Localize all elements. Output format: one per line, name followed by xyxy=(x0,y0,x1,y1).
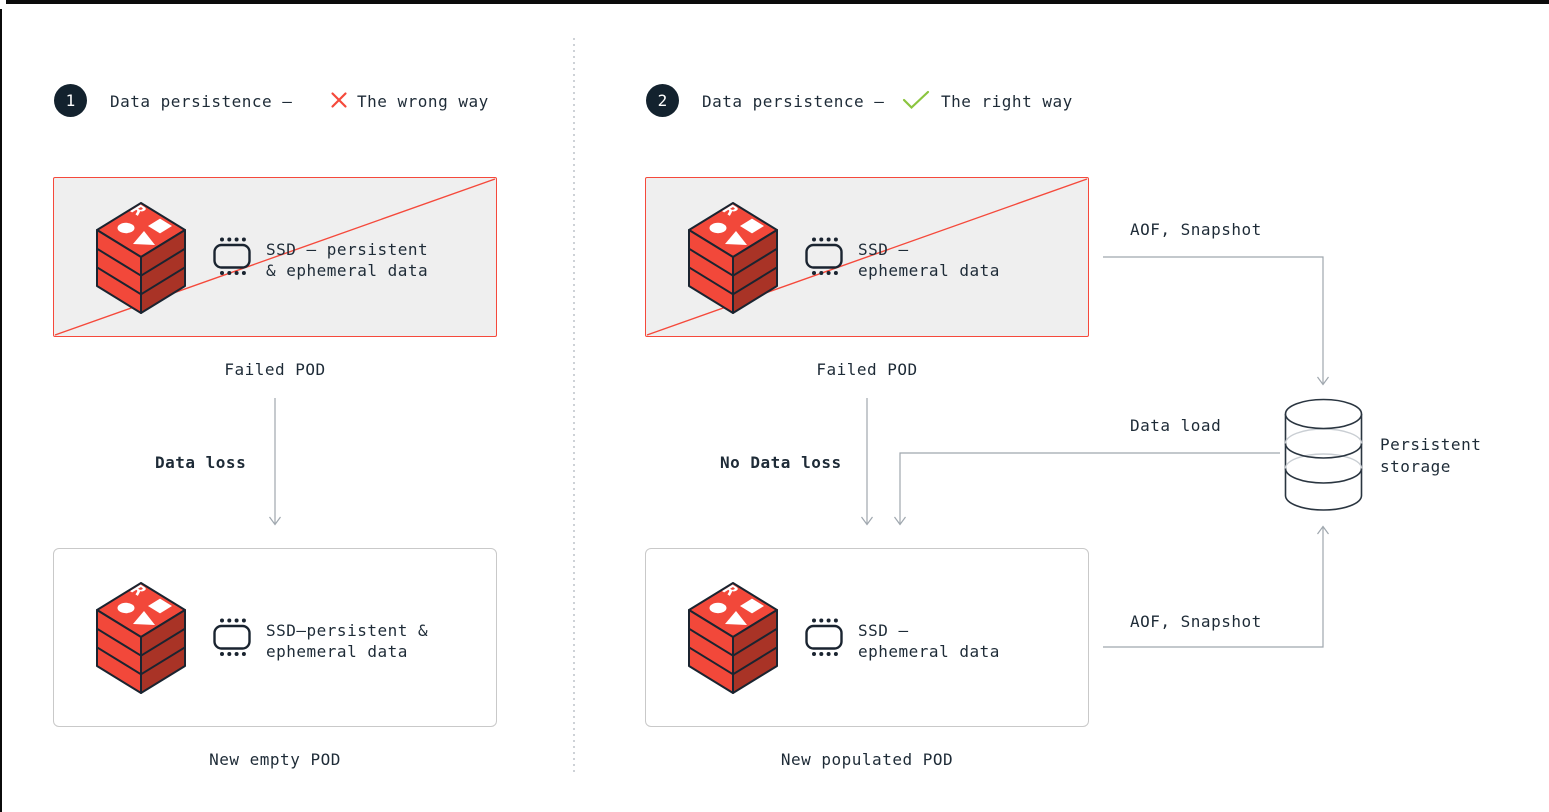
panel-1-verdict-label: The wrong way xyxy=(357,92,489,111)
pod-description-line2: ephemeral data xyxy=(266,642,408,661)
panel-2-title: Data persistence – xyxy=(702,92,885,111)
pod-description: SSD – persistent & ephemeral data xyxy=(266,239,428,281)
new-pod-box-1: SSD–persistent & ephemeral data xyxy=(53,548,497,727)
arrow-data-load-line xyxy=(899,452,1280,524)
arrow-data-loss-head xyxy=(269,516,281,526)
arrow-aof-top-head xyxy=(1317,376,1329,386)
panel-1-badge: 1 xyxy=(54,84,87,117)
transition-label-no-data-loss: No Data loss xyxy=(720,453,842,472)
arrow-data-load-head xyxy=(894,516,906,526)
aof-snapshot-top-label: AOF, Snapshot xyxy=(1130,220,1262,239)
window-top-edge xyxy=(6,0,1549,4)
redis-cube-icon xyxy=(688,202,778,314)
failed-pod-label-2: Failed POD xyxy=(816,360,918,379)
pod-description-line1: SSD – xyxy=(858,621,909,640)
panel-2-badge: 2 xyxy=(646,84,679,117)
persistent-storage-label: Persistent storage xyxy=(1380,434,1481,478)
check-icon xyxy=(902,90,930,110)
panel-1-title: Data persistence – xyxy=(110,92,293,111)
persistent-storage-line1: Persistent xyxy=(1380,435,1482,454)
pod-description-line2: ephemeral data xyxy=(858,642,1000,661)
failed-pod-label-1: Failed POD xyxy=(224,360,326,379)
arrow-no-data-loss-head xyxy=(861,516,873,526)
new-pod-label-2: New populated POD xyxy=(780,750,954,769)
database-icon xyxy=(1284,398,1363,511)
data-load-label: Data load xyxy=(1130,416,1222,435)
new-pod-label-1: New empty POD xyxy=(209,750,341,769)
x-icon xyxy=(331,92,347,108)
memory-chip-icon xyxy=(210,236,254,276)
persistent-storage-line2: storage xyxy=(1380,457,1451,476)
redis-cube-icon xyxy=(96,202,186,314)
panel-2-badge-number: 2 xyxy=(657,91,668,110)
failed-pod-box-1: SSD – persistent & ephemeral data xyxy=(53,177,497,337)
panel-1-badge-number: 1 xyxy=(65,91,76,110)
pod-description: SSD–persistent & ephemeral data xyxy=(266,620,428,662)
pod-description: SSD – ephemeral data xyxy=(858,620,1000,662)
failed-pod-box-2: SSD – ephemeral data xyxy=(645,177,1089,337)
panel-2-verdict-label: The right way xyxy=(941,92,1073,111)
pod-description-line2: & ephemeral data xyxy=(266,261,429,280)
redis-cube-icon xyxy=(96,582,186,694)
pod-description: SSD – ephemeral data xyxy=(858,239,1000,281)
pod-description-line1: SSD – persistent xyxy=(266,240,429,259)
pod-description-line1: SSD–persistent & xyxy=(266,621,429,640)
memory-chip-icon xyxy=(802,617,846,657)
arrow-aof-bottom-head xyxy=(1317,525,1329,535)
pod-description-line2: ephemeral data xyxy=(858,261,1000,280)
transition-label-data-loss: Data loss xyxy=(155,453,247,472)
window-left-edge xyxy=(0,9,2,812)
memory-chip-icon xyxy=(802,236,846,276)
pod-description-line1: SSD – xyxy=(858,240,909,259)
aof-snapshot-bottom-label: AOF, Snapshot xyxy=(1130,612,1262,631)
new-pod-box-2: SSD – ephemeral data xyxy=(645,548,1089,727)
redis-cube-icon xyxy=(688,582,778,694)
arrow-aof-top-line xyxy=(1103,256,1324,384)
memory-chip-icon xyxy=(210,617,254,657)
